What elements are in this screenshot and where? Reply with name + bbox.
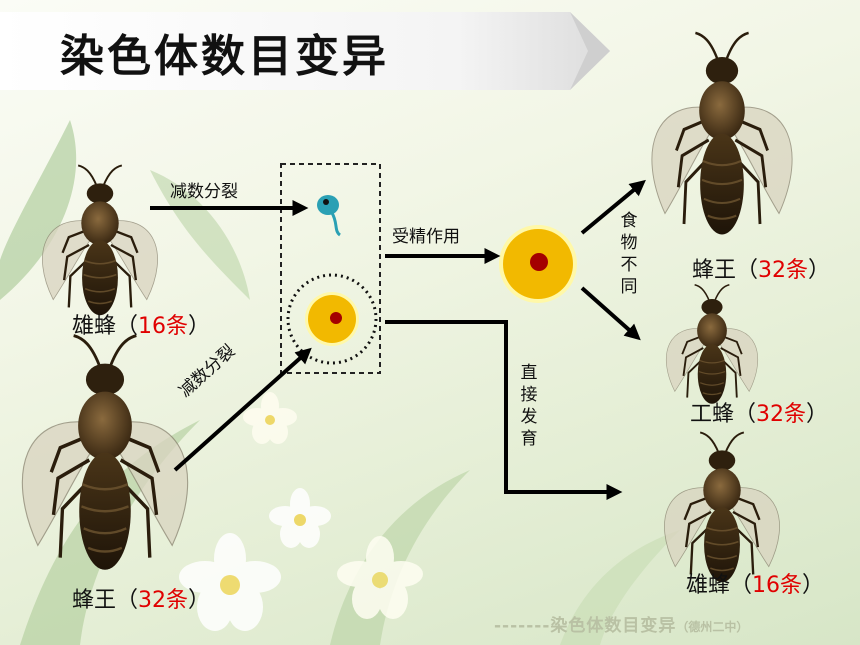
queen-child-label: 蜂王（32条） (692, 252, 830, 284)
label-paren-open: （ (734, 402, 757, 427)
label-paren-close: ） (188, 588, 211, 613)
sperm-cell (317, 195, 342, 237)
label-name: 雄蜂 (72, 314, 117, 339)
gametes-dashed-box (280, 163, 381, 374)
chromosome-count: 32条 (756, 402, 807, 427)
label-paren-close: ） (808, 258, 831, 283)
zygote-cell (499, 225, 577, 303)
chromosome-count: 32条 (758, 258, 809, 283)
label-name: 雄蜂 (686, 573, 731, 598)
label-paren-open: （ (730, 573, 753, 598)
chromosome-count: 32条 (138, 588, 189, 613)
worker-child-label: 工蜂（32条） (690, 396, 828, 428)
label-paren-open: （ (116, 588, 139, 613)
flower-cluster (179, 392, 423, 631)
arrow-egg-to-drone (385, 320, 623, 500)
arrow-queen-to-egg (173, 347, 312, 472)
label-name: 蜂王 (692, 258, 737, 283)
label-paren-open: （ (116, 314, 139, 339)
label-name: 工蜂 (690, 402, 735, 427)
food-char-4: 同 (620, 277, 638, 297)
direct-char-3: 发 (520, 407, 538, 427)
label-paren-open: （ (736, 258, 759, 283)
label-paren-close: ） (802, 573, 825, 598)
food-char-1: 食 (620, 211, 638, 231)
footer-source: （德州二中） (676, 620, 749, 634)
food-char-2: 物 (620, 233, 638, 253)
drone-child-label: 雄蜂（16条） (686, 567, 824, 599)
footer-title: 染色体数目变异 (550, 616, 677, 636)
fertilization-label: 受精作用 (392, 227, 460, 247)
title-banner (0, 12, 610, 90)
food-char-3: 不 (620, 255, 638, 275)
direct-char-2: 接 (520, 385, 538, 405)
drone-parent-label: 雄蜂（16条） (72, 308, 210, 340)
direct-development-label: 直 接 发 育 (519, 362, 539, 450)
egg-cell (305, 292, 359, 346)
direct-char-1: 直 (520, 363, 538, 383)
label-paren-close: ） (806, 402, 829, 427)
queen-parent-label: 蜂王（32条） (72, 582, 210, 614)
arrow-zygote-to-worker (580, 286, 641, 341)
food-different-label: 食 物 不 同 (619, 210, 639, 298)
arrow-zygote-to-queen (580, 179, 646, 235)
meiosis-label-top: 减数分裂 (170, 182, 238, 202)
page-title: 染色体数目变异 (60, 31, 389, 82)
label-paren-close: ） (188, 314, 211, 339)
chromosome-count: 16条 (752, 573, 803, 598)
chromosome-count: 16条 (138, 314, 189, 339)
footer-dashes: ------- (494, 616, 551, 636)
footer-caption: -------染色体数目变异（德州二中） (494, 611, 748, 636)
egg-dotted-ring (286, 273, 378, 365)
label-name: 蜂王 (72, 588, 117, 613)
direct-char-4: 育 (520, 429, 538, 449)
